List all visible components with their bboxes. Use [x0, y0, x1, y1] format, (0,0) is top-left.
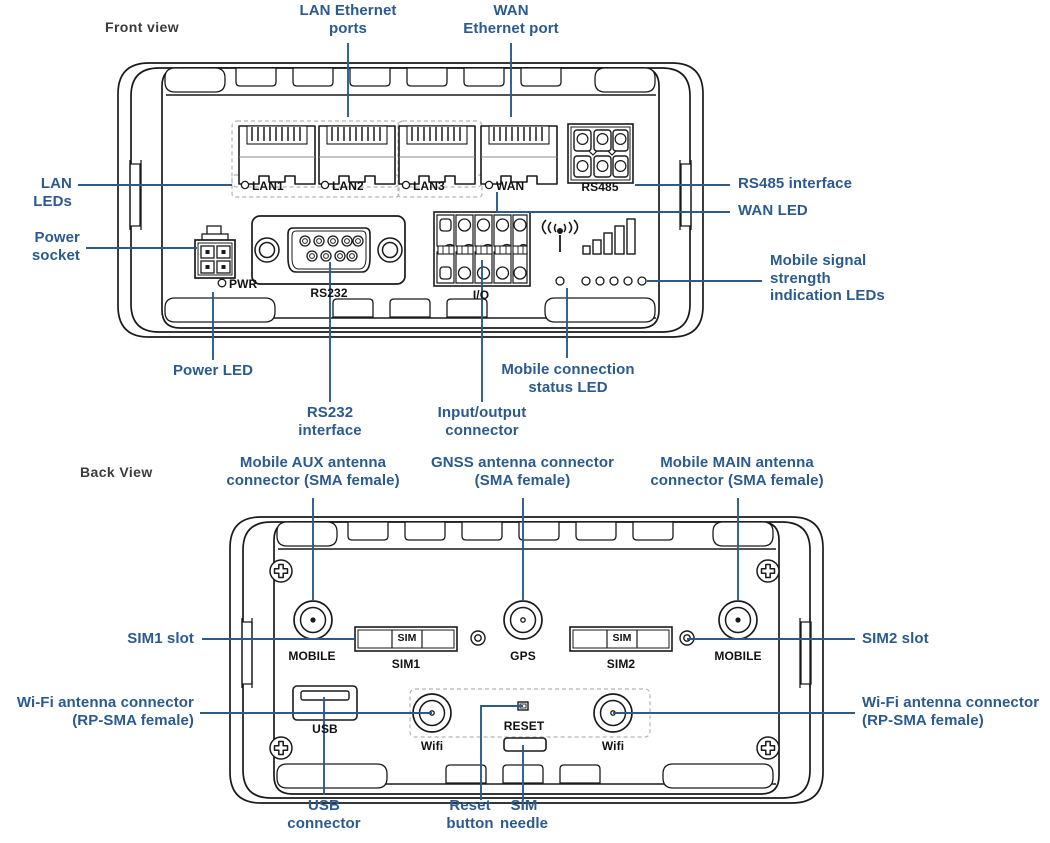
- device-label-rs232: RS232: [310, 286, 348, 300]
- screw-bottom-right: [756, 736, 780, 760]
- device-label-wan: WAN: [496, 179, 525, 193]
- power-socket-connector: [194, 225, 236, 279]
- callout-usb-connector: USB connector: [287, 797, 361, 832]
- lan2-led: [320, 180, 330, 190]
- device-label-io: I/O: [472, 288, 490, 302]
- device-label-pwr: PWR: [229, 277, 258, 291]
- lan1-led: [240, 180, 250, 190]
- callout-sim1-slot: SIM1 slot: [127, 630, 194, 647]
- callout-gnss-antenna: GNSS antenna connector (SMA female): [430, 454, 615, 489]
- io-connector: [433, 211, 531, 287]
- callout-lan-ethernet-ports: LAN Ethernet ports: [299, 2, 397, 37]
- device-label-rs485: RS485: [581, 180, 619, 194]
- callout-mobile-signal-strength: Mobile signal strength indication LEDs: [770, 252, 885, 305]
- mobile-aux-connector: [293, 600, 333, 640]
- usb-connector-drawing: [292, 685, 358, 721]
- pwr-led: [217, 278, 227, 288]
- device-label-mobile-right: MOBILE: [714, 649, 762, 663]
- front-device-drawing: [117, 62, 704, 338]
- callout-mobile-aux-antenna: Mobile AUX antenna connector (SMA female…: [226, 454, 400, 489]
- gnss-connector: [503, 600, 543, 640]
- leader-wan-led: [496, 192, 730, 213]
- leader-lines: [78, 43, 855, 800]
- callout-lan-leds: LAN LEDs: [33, 175, 72, 210]
- callout-sim-needle: SIM needle: [499, 797, 549, 832]
- device-label-sim-card-right: SIM: [612, 632, 632, 644]
- callout-power-led: Power LED: [172, 362, 254, 379]
- callout-mobile-main-antenna: Mobile MAIN antenna connector (SMA femal…: [650, 454, 824, 489]
- device-label-usb: USB: [312, 722, 338, 736]
- callout-wifi-antenna-left: Wi-Fi antenna connector (RP-SMA female): [16, 694, 194, 729]
- device-label-sim2: SIM2: [606, 657, 636, 671]
- callout-mobile-connection-status-led: Mobile connection status LED: [501, 361, 635, 396]
- device-label-lan3: LAN3: [413, 179, 445, 193]
- callout-rs232-interface: RS232 interface: [298, 404, 362, 439]
- leader-reset: [480, 705, 523, 800]
- rs485-connector: [567, 123, 634, 184]
- screw-top-left: [269, 559, 293, 583]
- lan3-led: [401, 180, 411, 190]
- rs232-connector: [251, 215, 406, 285]
- device-label-wifi-left: Wifi: [420, 739, 444, 753]
- screw-top-right: [756, 559, 780, 583]
- callout-reset-button: Reset button: [446, 797, 494, 832]
- device-label-reset: RESET: [503, 719, 545, 733]
- back-device-drawing: [229, 516, 824, 804]
- device-label-wifi-right: Wifi: [601, 739, 625, 753]
- callout-wan-ethernet-port: WAN Ethernet port: [463, 2, 559, 37]
- mobile-main-connector: [718, 600, 758, 640]
- device-label-lan1: LAN1: [252, 179, 284, 193]
- callout-power-socket: Power socket: [31, 229, 80, 264]
- device-label-lan2: LAN2: [332, 179, 364, 193]
- device-label-gps: GPS: [510, 649, 536, 663]
- callout-input-output-connector: Input/output connector: [437, 404, 527, 439]
- mobile-signal-icon: [541, 219, 579, 252]
- signal-bars: [582, 218, 636, 255]
- mobile-status-led: [555, 276, 565, 286]
- front-view-title: Front view: [105, 19, 180, 35]
- callout-rs485-interface: RS485 interface: [738, 175, 853, 192]
- back-view-title: Back View: [80, 464, 153, 480]
- device-label-mobile-left: MOBILE: [288, 649, 336, 663]
- callout-sim2-slot: SIM2 slot: [862, 630, 929, 647]
- callout-wifi-antenna-right: Wi-Fi antenna connector (RP-SMA female): [862, 694, 1040, 729]
- callout-wan-led: WAN LED: [738, 202, 808, 219]
- sim-needle-drawing: [503, 737, 547, 752]
- device-label-sim-card-left: SIM: [397, 632, 417, 644]
- signal-leds: [555, 276, 647, 286]
- wan-led: [484, 180, 494, 190]
- screw-bottom-left: [269, 736, 293, 760]
- device-label-sim1: SIM1: [391, 657, 421, 671]
